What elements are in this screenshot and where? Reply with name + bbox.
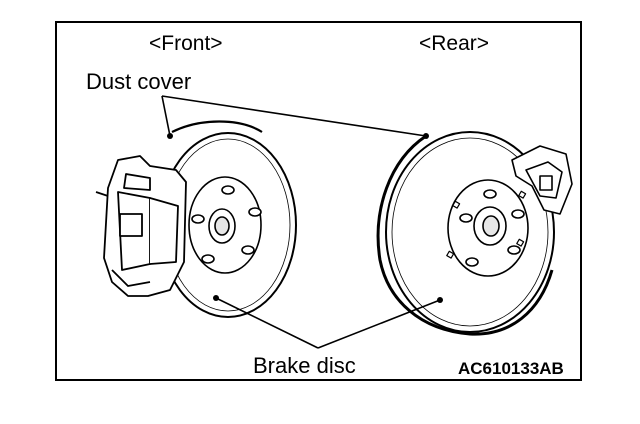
figure-code: AC610133AB bbox=[458, 359, 564, 378]
front-brake-assembly bbox=[95, 120, 297, 318]
front-caliper bbox=[95, 155, 187, 297]
rear-heading: <Rear> bbox=[419, 32, 490, 55]
front-wheel-studs bbox=[191, 185, 262, 264]
dust-cover-leader-front bbox=[161, 95, 171, 137]
brake-disc-label: Brake disc bbox=[253, 353, 356, 378]
dust-cover-label: Dust cover bbox=[86, 69, 192, 94]
leader-lines bbox=[161, 95, 441, 349]
rear-caliper bbox=[511, 145, 573, 215]
brake-disc-leader-rear bbox=[317, 299, 441, 349]
figure-frame bbox=[55, 21, 582, 381]
rear-disc-holes bbox=[446, 190, 527, 259]
brake-disc-leader-front bbox=[215, 297, 319, 349]
front-dust-cover bbox=[171, 120, 263, 133]
rear-wheel-studs bbox=[459, 189, 525, 267]
dust-cover-leader-rear bbox=[161, 95, 427, 137]
front-heading: <Front> bbox=[149, 32, 223, 55]
rear-dust-cover bbox=[376, 134, 554, 336]
rear-brake-assembly bbox=[376, 131, 573, 336]
